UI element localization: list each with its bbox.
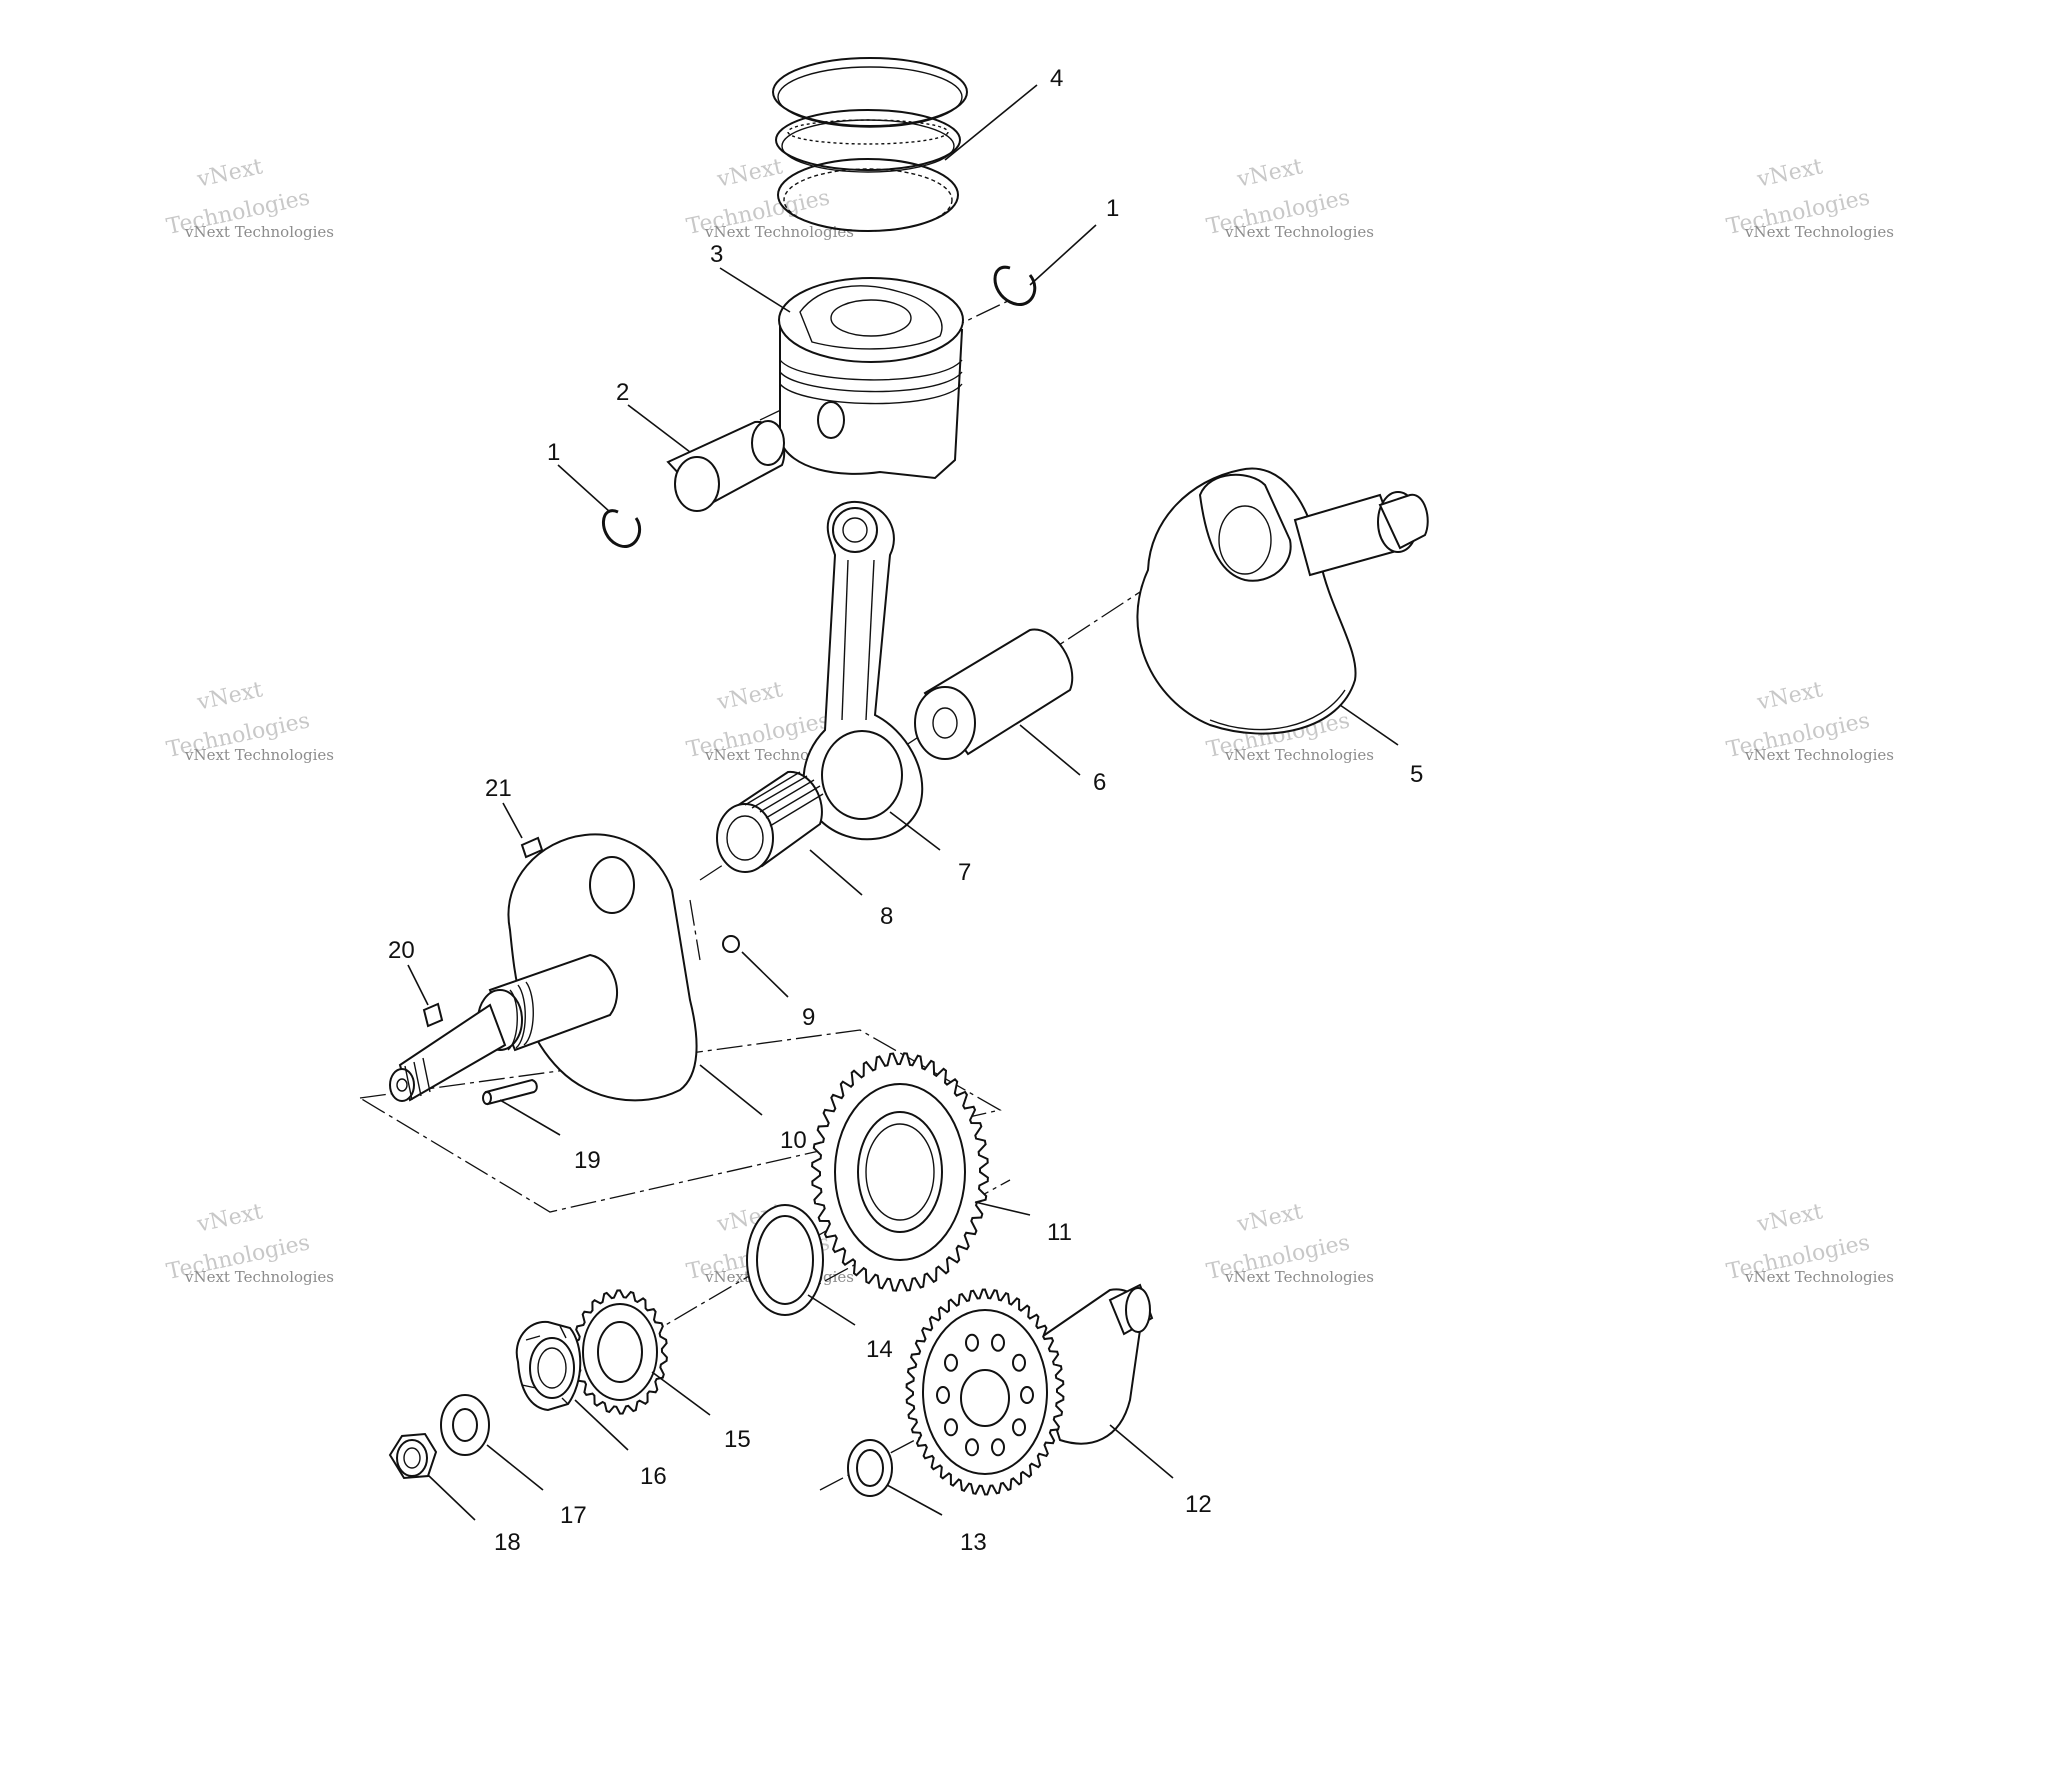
callout-17: 17: [560, 1502, 587, 1529]
woodruff-key-20: [422, 1002, 444, 1028]
crank-half-right: [1136, 467, 1429, 735]
watermark-brand: vNext: [714, 677, 785, 715]
callout-14: 14: [866, 1336, 893, 1363]
watermark-company: vNext Technologies: [1224, 746, 1374, 764]
callout-18: 18: [494, 1529, 521, 1556]
gear-hole: [991, 1333, 1005, 1352]
small-key-21: [520, 836, 544, 859]
watermark-brand: vNext: [1754, 677, 1825, 715]
crank-half-left: [389, 833, 698, 1102]
small-gear-15: [572, 1289, 668, 1415]
watermark-brand: vNext: [1754, 154, 1825, 192]
callout-13: 13: [960, 1529, 987, 1556]
nut-18: [388, 1432, 438, 1480]
callout-15: 15: [724, 1426, 751, 1453]
connecting-rod: [802, 500, 924, 841]
circlip-upper: [993, 265, 1037, 306]
watermark-brand: vNext: [1754, 1199, 1825, 1237]
needle-bearing: [716, 770, 824, 873]
thrust-washer-14: [746, 1204, 824, 1316]
watermark-brand: vNext: [714, 154, 785, 192]
gear-hole: [944, 1418, 958, 1437]
watermark-company: vNext Technologies: [1744, 746, 1894, 764]
callout-4: 4: [1050, 65, 1063, 92]
gear-hole: [936, 1386, 950, 1404]
gear-hole: [991, 1438, 1005, 1457]
gear-hole: [965, 1438, 979, 1457]
dowel-pin-19: [482, 1078, 538, 1106]
watermark-company: vNext Technologies: [184, 1268, 334, 1286]
leader-lines: [407, 84, 1399, 1521]
callout-9: 9: [802, 1004, 815, 1031]
piston-pin: [666, 420, 786, 512]
watermark-company: vNext Technologies: [184, 746, 334, 764]
watermark-company: vNext Technologies: [1744, 223, 1894, 241]
callout-6: 6: [1093, 769, 1106, 796]
watermark-brand: vNext: [194, 677, 265, 715]
washer-13: [847, 1439, 893, 1497]
callout-labels: 4 1 3 2 1 5 6 7 8 21 20 9 10 19 11 14 15…: [388, 65, 1423, 1556]
gear-hole: [1020, 1386, 1034, 1404]
watermark-company: vNext Technologies: [1224, 223, 1374, 241]
large-gear-11: [811, 1052, 989, 1292]
callout-3: 3: [710, 241, 723, 268]
watermark-company: vNext Technologies: [184, 223, 334, 241]
callout-1-upper: 1: [1106, 195, 1119, 222]
callout-5: 5: [1410, 761, 1423, 788]
callout-1-lower: 1: [547, 439, 560, 466]
callout-2: 2: [616, 379, 629, 406]
callout-20: 20: [388, 937, 415, 964]
callout-7: 7: [958, 859, 971, 886]
piston-rings: [772, 57, 968, 232]
watermark-brand: vNext: [194, 154, 265, 192]
callout-19: 19: [574, 1147, 601, 1174]
gear-hole: [965, 1333, 979, 1352]
watermark-company: vNext Technologies: [704, 223, 854, 241]
watermark-brand: vNext: [1234, 1199, 1305, 1237]
gear-hole: [1012, 1418, 1026, 1437]
watermark-company: vNext Technologies: [1744, 1268, 1894, 1286]
callout-10: 10: [780, 1127, 807, 1154]
watermark-brand: vNext: [1234, 154, 1305, 192]
crank-pin: [914, 628, 1074, 760]
ball-9: [722, 935, 740, 953]
gear-hole: [1012, 1353, 1026, 1372]
callout-21: 21: [485, 775, 512, 802]
balancer-shaft-12: [905, 1283, 1154, 1496]
callout-11: 11: [1047, 1219, 1072, 1246]
piston: [778, 277, 964, 480]
gear-hole: [944, 1353, 958, 1372]
callout-8: 8: [880, 903, 893, 930]
callout-16: 16: [640, 1463, 667, 1490]
washer-17: [440, 1394, 490, 1456]
lock-nut-16: [515, 1320, 582, 1412]
circlip-lower: [602, 509, 642, 548]
watermark-company: vNext Technologies: [1224, 1268, 1374, 1286]
watermark-brand: vNext: [194, 1199, 265, 1237]
callout-12: 12: [1185, 1491, 1212, 1518]
